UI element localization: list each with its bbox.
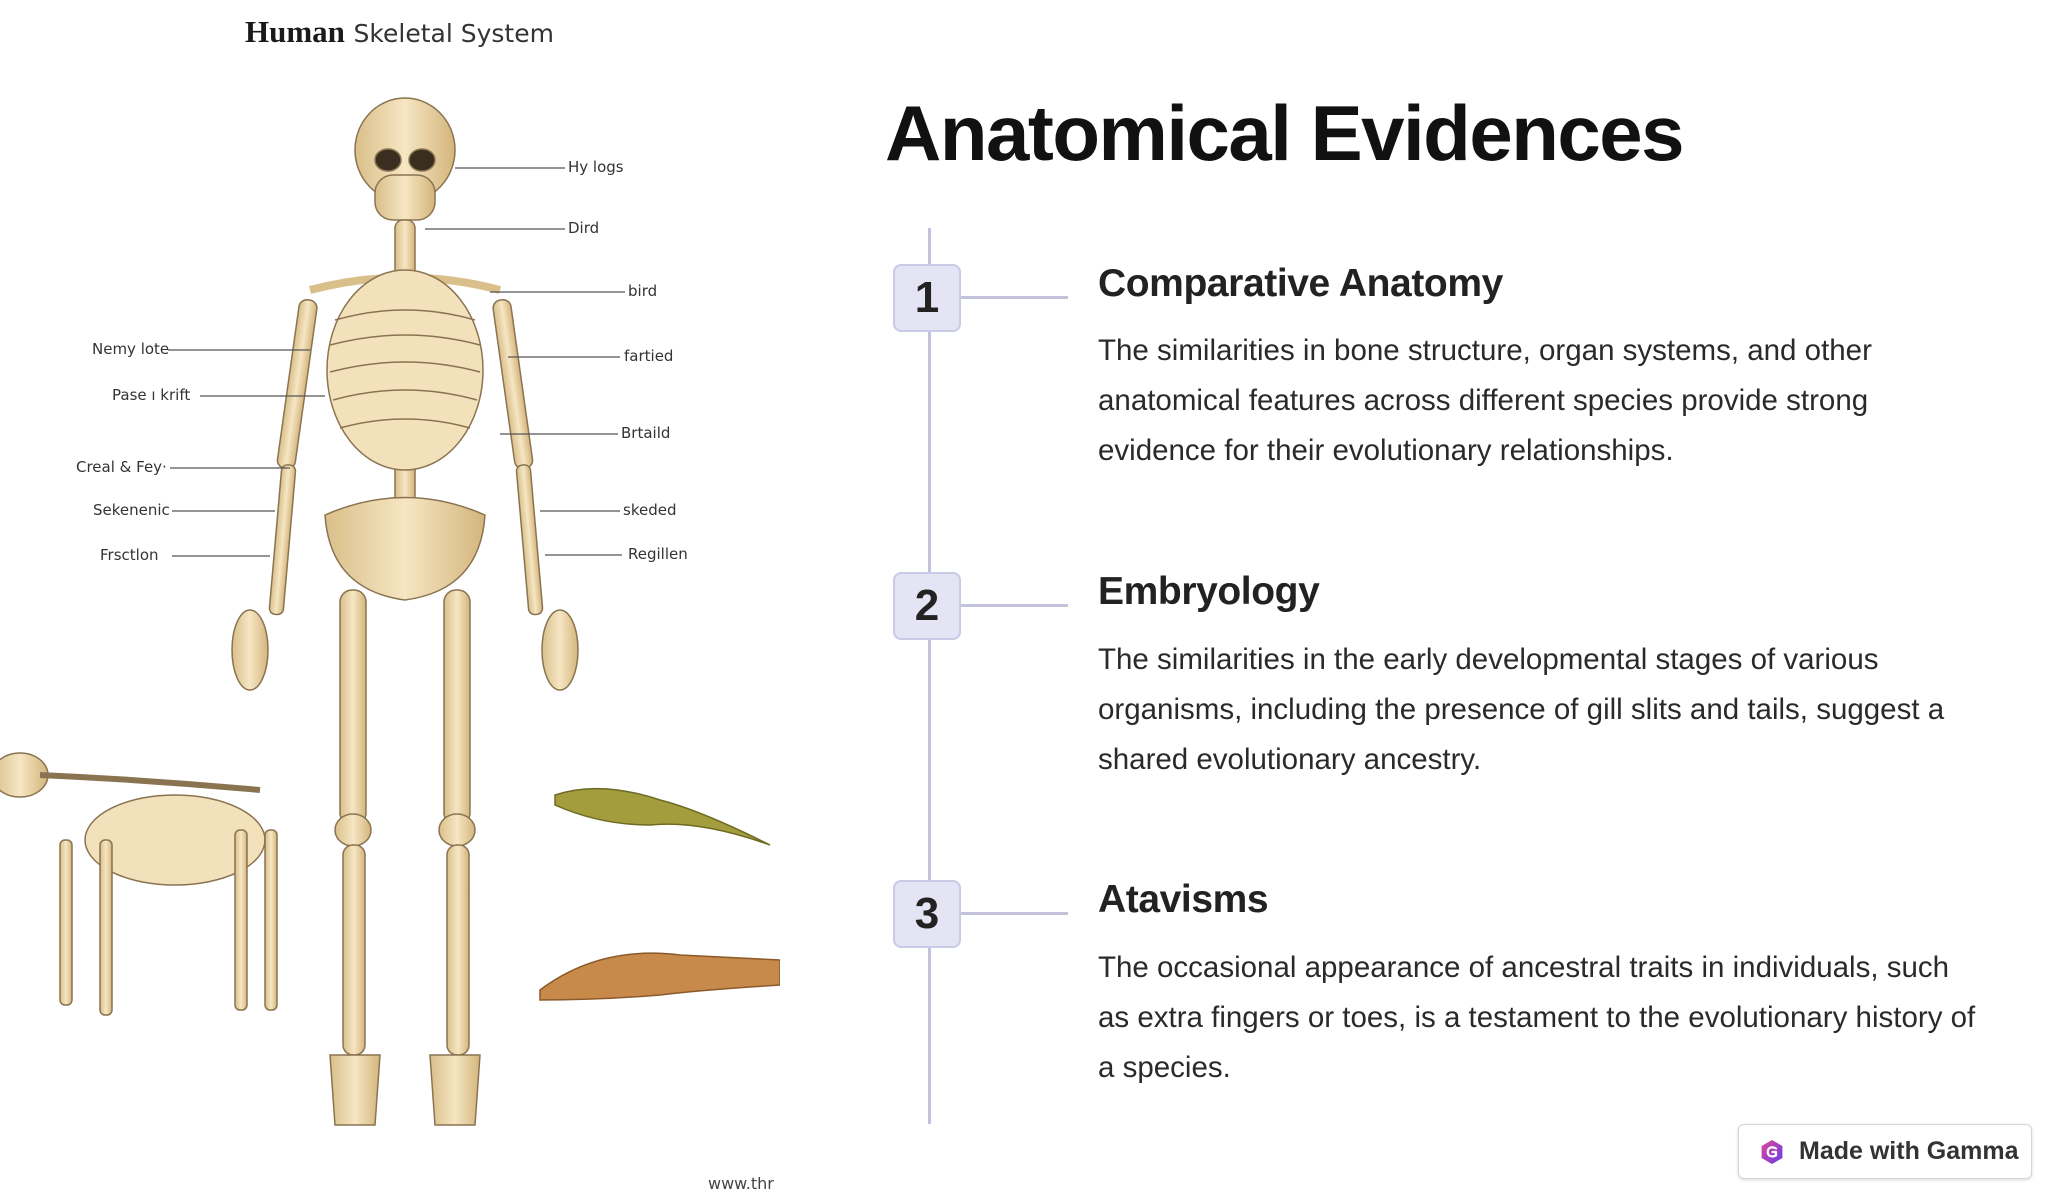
timeline-connector: [961, 604, 1068, 607]
step-number-badge: 1: [893, 264, 961, 332]
illustration-credit: www.thr: [708, 1174, 774, 1193]
step-description: The similarities in the early developmen…: [1098, 643, 1945, 776]
bone-label: Brtaild: [621, 424, 671, 442]
bone-label: skeded: [623, 501, 677, 519]
illustration-title-bold: Human: [245, 14, 345, 49]
step-number-badge: 2: [893, 572, 961, 640]
timeline-connector: [961, 912, 1068, 915]
made-with-gamma-button[interactable]: Made with Gamma: [1738, 1124, 2032, 1179]
step-title: Comparative Anatomy: [1098, 262, 1503, 305]
bone-label: Hy logs: [568, 158, 624, 176]
step-description: The occasional appearance of ancestral t…: [1098, 951, 1976, 1084]
bone-label: fartied: [624, 347, 674, 365]
page-title: Anatomical Evidences: [885, 89, 1685, 177]
step-title: Atavisms: [1098, 878, 1269, 921]
illustration-title-rest: Skeletal System: [353, 19, 554, 48]
bone-label: Frsctlon: [100, 546, 159, 564]
timeline-line: [928, 228, 931, 1124]
bone-label: Regillen: [628, 545, 688, 563]
bone-label: Sekenenic: [93, 501, 170, 519]
step-number-badge: 3: [893, 880, 961, 948]
bone-label: bird: [628, 282, 658, 300]
illustration-title: Human Skeletal System: [245, 14, 554, 50]
timeline-connector: [961, 296, 1068, 299]
made-with-gamma-label: Made with Gamma: [1799, 1137, 2019, 1165]
step-title: Embryology: [1098, 570, 1320, 613]
bone-label: Pase ı krift: [112, 386, 191, 404]
gamma-logo-icon: [1761, 1139, 1783, 1164]
bone-label: Dird: [568, 219, 600, 237]
step-description: The similarities in bone structure, orga…: [1098, 334, 1872, 467]
bone-label: Creal & Fey·: [76, 458, 167, 476]
skeleton-drawing: [0, 97, 780, 1126]
bone-label: Nemy lote: [92, 340, 170, 358]
skeleton-illustration: Human Skeletal System Nemy lote Pase ı k…: [0, 0, 780, 1199]
